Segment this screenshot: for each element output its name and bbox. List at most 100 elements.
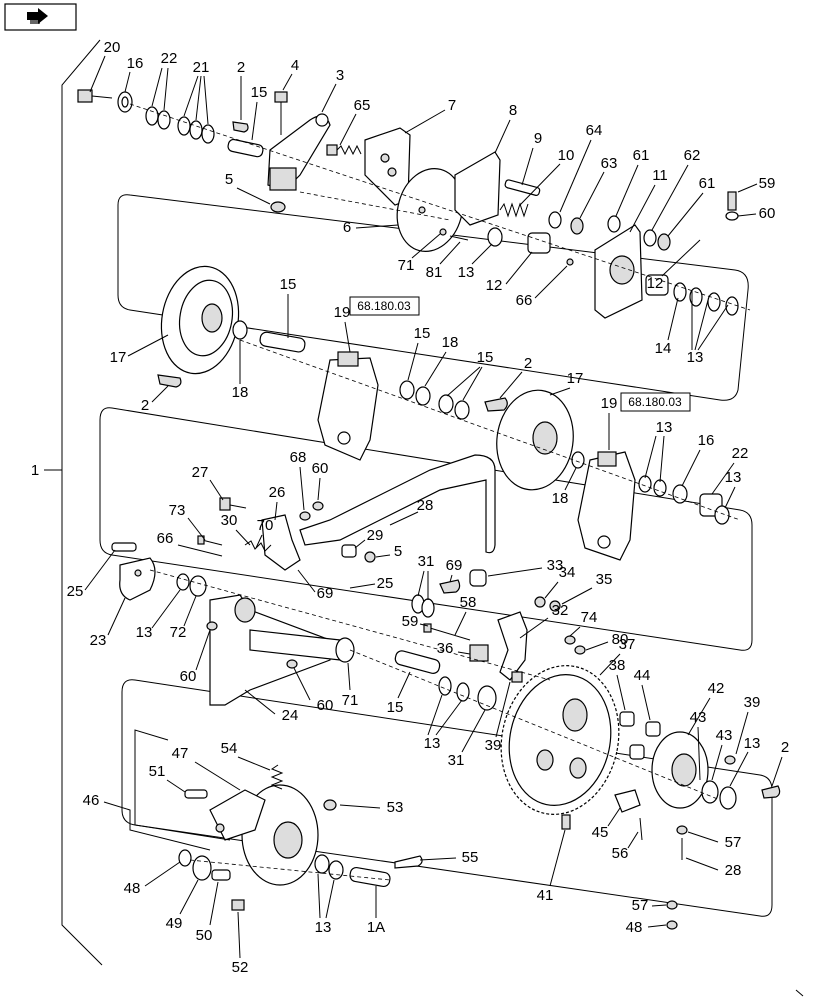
callout-label: 59 (759, 175, 776, 192)
callout-label: 21 (193, 59, 210, 76)
reference-box-2[interactable]: 68.180.03 (620, 392, 691, 412)
reference-box-1[interactable]: 68.180.03 (349, 296, 420, 316)
callout-label: 24 (282, 707, 299, 724)
callout-label: 54 (221, 740, 238, 757)
callout-label: 71 (342, 692, 359, 709)
callout-label: 11 (652, 167, 668, 184)
spring-bolt-part (326, 144, 362, 156)
callout-label: 72 (170, 624, 187, 641)
hub-cover-42-part (629, 731, 709, 809)
washers-13-lower-part (314, 854, 344, 880)
key-69-part (439, 579, 461, 594)
callout-label: 18 (442, 334, 459, 351)
callout-label: 15 (280, 276, 297, 293)
callout-label: 18 (232, 384, 249, 401)
callout-label: 35 (596, 571, 613, 588)
callout-label: 26 (269, 484, 286, 501)
key-3-part (484, 397, 508, 412)
callout-label: 68 (290, 449, 307, 466)
callout-label: 30 (221, 512, 238, 529)
callouts: 20 16 22 21 2 4 15 3 65 7 8 9 10 64 63 6… (31, 39, 789, 976)
callout-label: 55 (462, 849, 479, 866)
callout-label: 60 (312, 460, 329, 477)
callout-label: 10 (558, 147, 575, 164)
callout-label: 4 (291, 57, 299, 74)
callout-label: 15 (414, 325, 431, 342)
key-2-part (157, 374, 182, 388)
callout-label: 13 (424, 735, 441, 752)
assembly-lines (129, 103, 751, 881)
callout-label: 39 (744, 694, 761, 711)
callout-label: 36 (437, 640, 454, 657)
key-2-right-part (761, 785, 781, 799)
group-frame-upper (117, 194, 749, 401)
corner-mark (795, 989, 804, 997)
bolts-29-5-part (341, 544, 376, 563)
pin-25-part (111, 542, 137, 552)
spring-70-part (244, 540, 272, 552)
link-rod-part (299, 454, 496, 554)
shaft-part (249, 629, 355, 663)
washer-row-part (548, 211, 671, 251)
pin-1a-part (349, 866, 391, 888)
callout-label: 51 (149, 763, 166, 780)
callout-label: 8 (509, 102, 517, 119)
spring-part (499, 202, 529, 218)
brake-disc-part (396, 167, 464, 253)
callout-label: 66 (516, 292, 533, 309)
callout-label: 37 (619, 636, 636, 653)
callout-label: 15 (251, 84, 268, 101)
washer-stack-part (145, 106, 215, 144)
callout-label: 64 (586, 122, 603, 139)
callout-label: 12 (647, 275, 664, 292)
callout-label: 39 (485, 737, 502, 754)
callout-label: 27 (192, 464, 209, 481)
callout-label: 52 (232, 959, 249, 976)
callout-label: 23 (90, 632, 107, 649)
pin-51-part (184, 789, 208, 799)
pin-part (227, 138, 264, 158)
callout-label: 48 (626, 919, 643, 936)
callout-label: 18 (552, 490, 569, 507)
callout-label: 14 (655, 340, 672, 357)
nut-60-part (206, 621, 298, 669)
bolt-58-59-part (423, 623, 471, 641)
bolt-39-part (511, 671, 523, 683)
callout-label: 17 (567, 370, 584, 387)
grease-fitting-41-part (561, 814, 571, 830)
callout-label: 49 (166, 915, 183, 932)
pin-2-part (504, 179, 541, 196)
callout-label: 43 (716, 727, 733, 744)
callout-label: 61 (699, 175, 716, 192)
callout-label: 56 (612, 845, 629, 862)
callout-label: 25 (67, 583, 84, 600)
pin-3-part (259, 331, 306, 353)
callout-label: 60 (317, 697, 334, 714)
latch-45-part (614, 789, 641, 813)
washer-row-2-part (399, 380, 470, 420)
callout-label: 59 (402, 613, 419, 630)
callout-label: 1 (31, 462, 39, 479)
callout-label: 69 (317, 585, 334, 602)
bolt-part (77, 89, 113, 103)
washers-13-31-part (438, 676, 497, 711)
callout-label: 48 (124, 880, 141, 897)
callout-label: 45 (592, 824, 609, 841)
callout-label: 53 (387, 799, 404, 816)
callout-label: 28 (417, 497, 434, 514)
lever-32-part (497, 611, 528, 681)
callout-label: 31 (448, 752, 465, 769)
callout-label: 57 (632, 897, 649, 914)
callout-label: 15 (387, 699, 404, 716)
callout-label: 20 (104, 39, 121, 56)
washer-4-part (571, 451, 585, 469)
arm-bracket-2-part (577, 451, 636, 561)
callout-label: 29 (367, 527, 384, 544)
cotter-pin-55-part (394, 855, 423, 869)
callout-label: 2 (141, 397, 149, 414)
navigation-button[interactable] (4, 3, 77, 31)
callout-label: 50 (196, 927, 213, 944)
pin-15-part (394, 650, 441, 674)
callout-label: 66 (157, 530, 174, 547)
callout-label: 1A (367, 919, 385, 936)
